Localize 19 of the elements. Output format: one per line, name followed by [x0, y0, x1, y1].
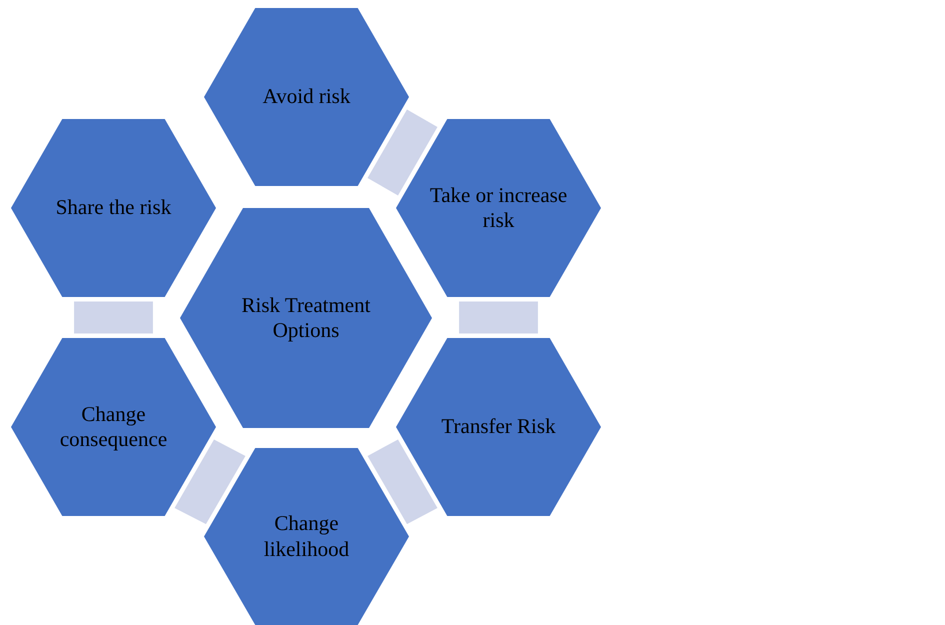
hexagon — [396, 338, 601, 516]
hexagon — [204, 448, 409, 625]
hexagon — [11, 338, 216, 516]
hexagon-label: Transfer Risk — [441, 414, 556, 440]
hexagon — [180, 208, 432, 428]
hexagon — [11, 119, 216, 297]
hexagon — [396, 119, 601, 297]
connector — [368, 110, 438, 196]
hexagon — [204, 8, 409, 186]
hexagon-label: Take or increase risk — [428, 182, 568, 234]
hexagon-label: Change likelihood — [262, 511, 350, 562]
connector — [368, 439, 438, 524]
hexagon-label: Share the risk — [56, 195, 172, 221]
connector — [459, 302, 538, 334]
hexagon-label: Change consequence — [58, 402, 168, 452]
connector — [74, 302, 153, 334]
connector — [174, 439, 246, 524]
hexagon-label: Risk Treatment Options — [240, 292, 372, 344]
hexagon-label: Avoid risk — [262, 84, 350, 110]
